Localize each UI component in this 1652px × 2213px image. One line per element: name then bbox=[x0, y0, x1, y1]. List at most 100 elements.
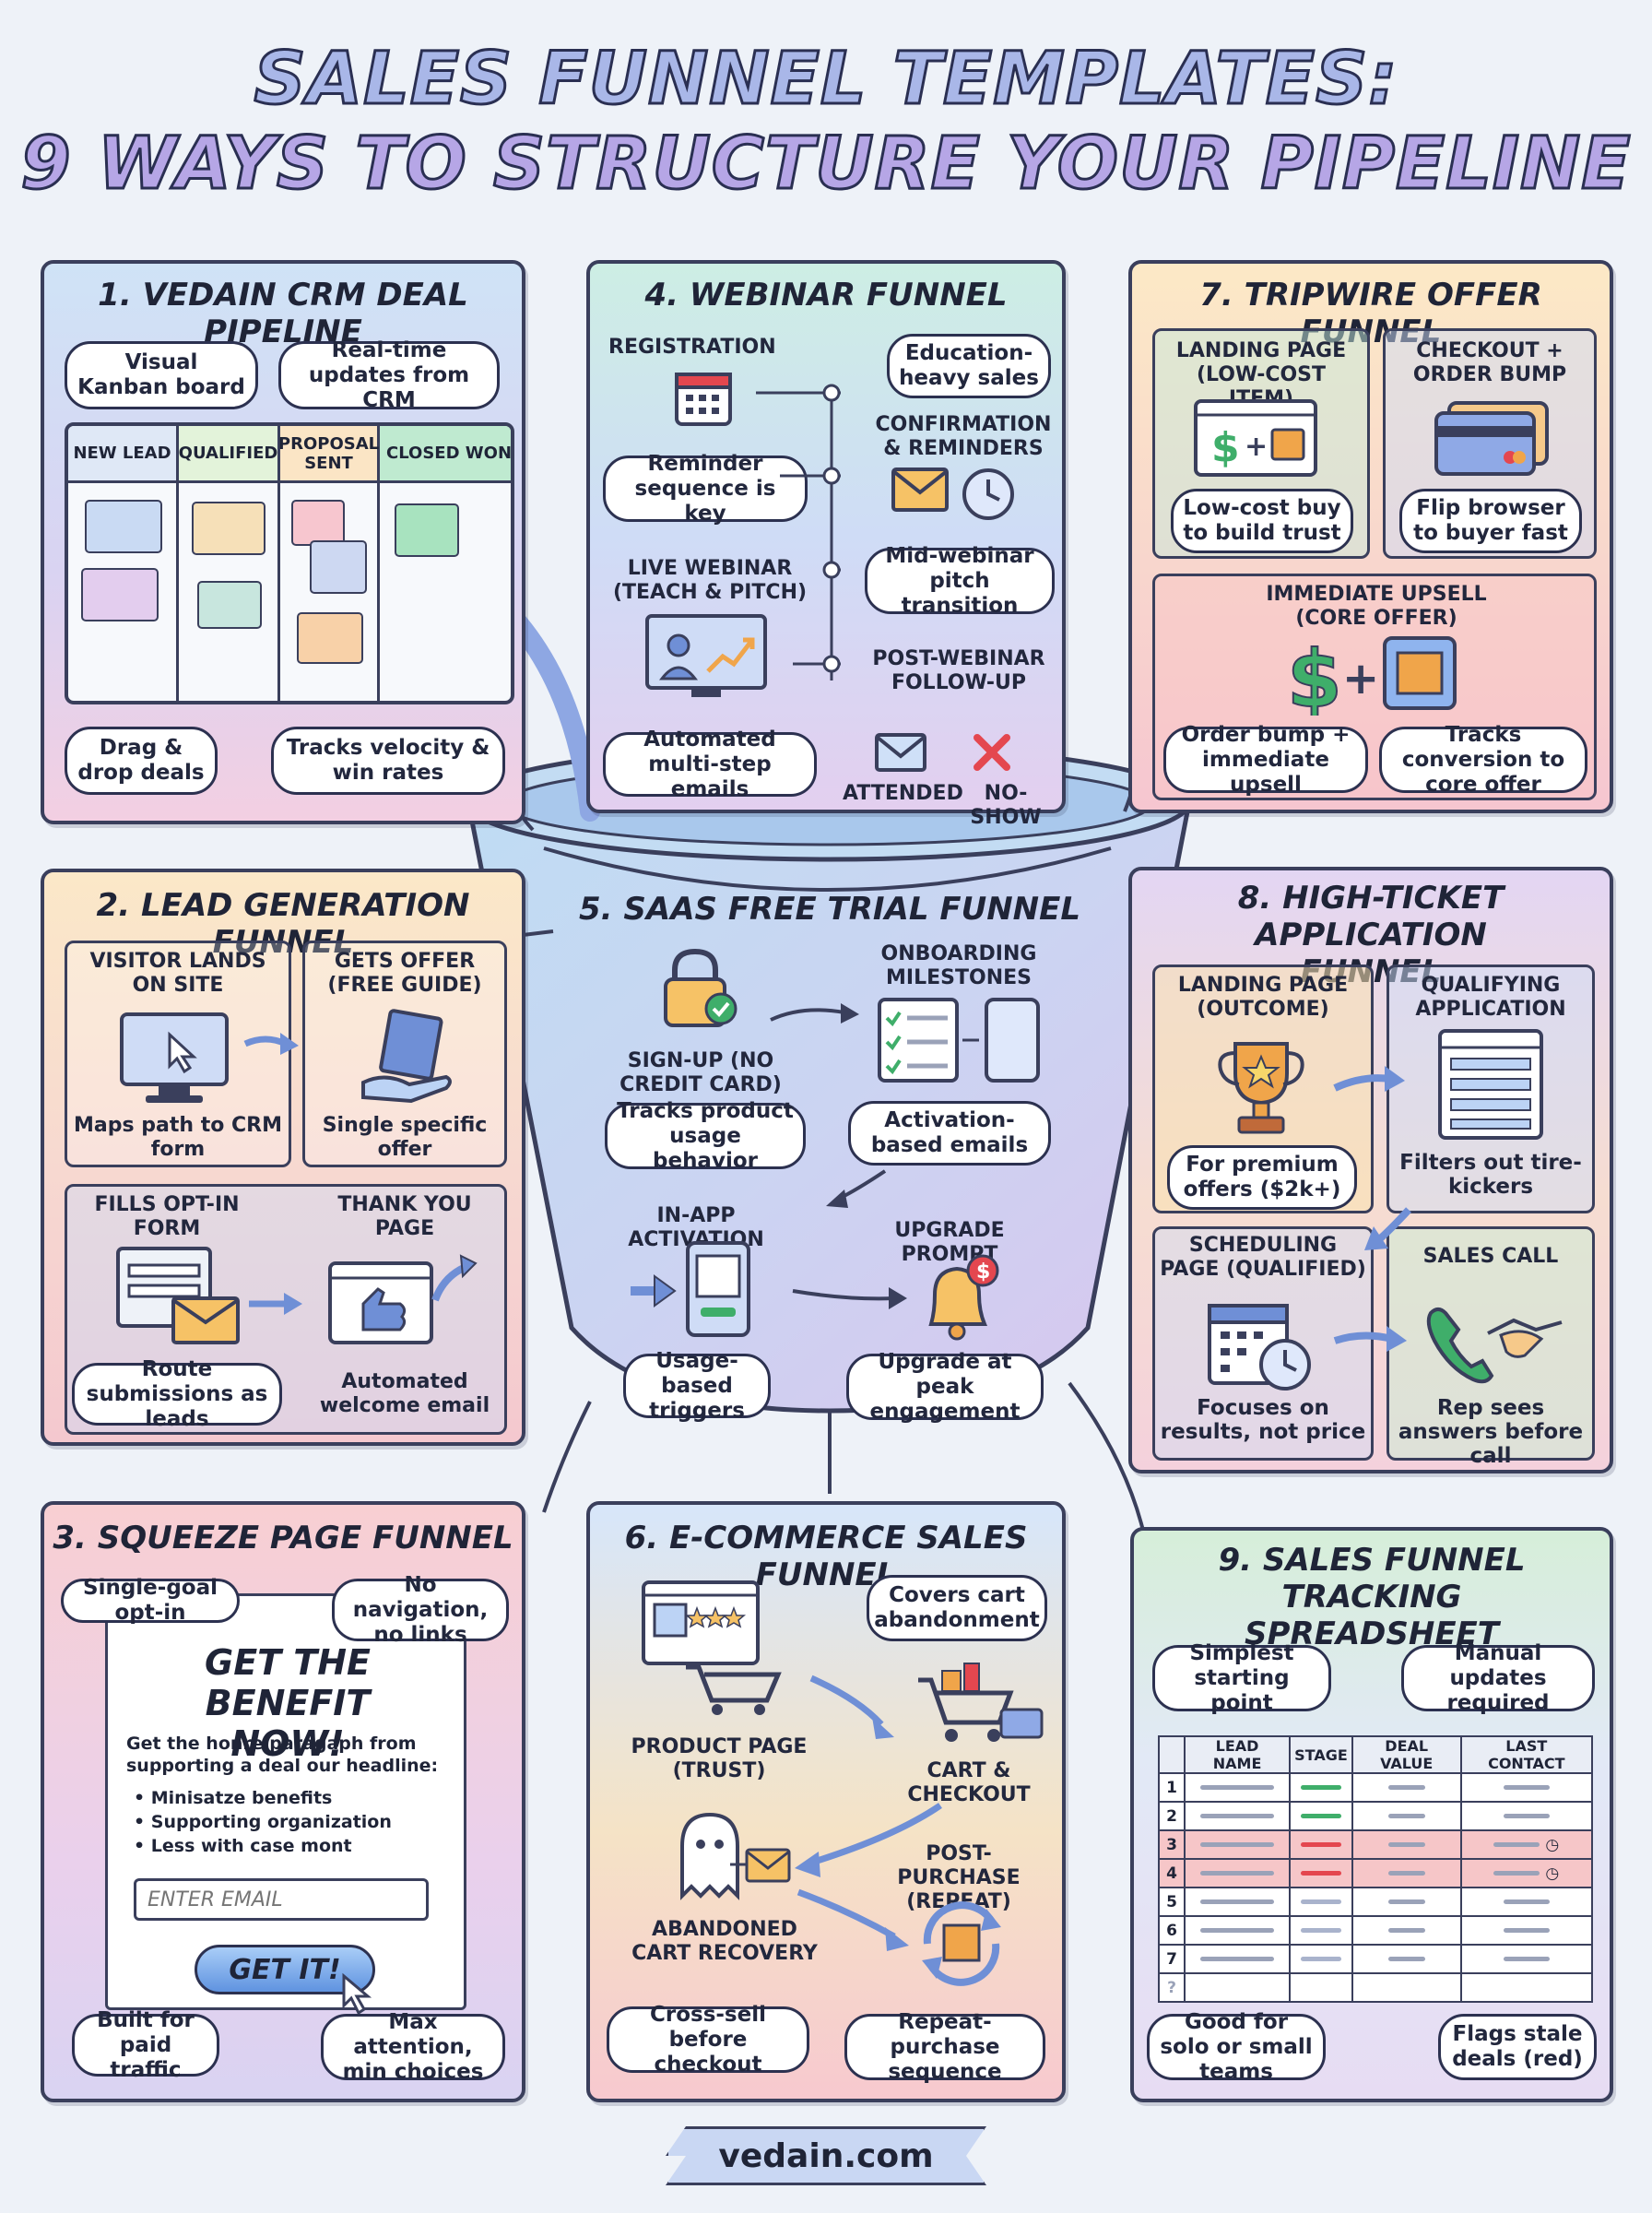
bullet-text: Less with case mont bbox=[150, 1836, 352, 1856]
table-row-stale[interactable]: 4 ◷ bbox=[1158, 1858, 1594, 1888]
callout-simplest: Simplest starting point bbox=[1152, 1641, 1331, 1715]
monitor-cursor-icon bbox=[118, 1011, 230, 1106]
callout-single-goal: Single-goal opt-in bbox=[61, 1576, 240, 1625]
col-deal-value: DEAL VALUE bbox=[1351, 1735, 1462, 1774]
squeeze-headline: GET THE BENEFIT NOW! bbox=[205, 1642, 371, 1764]
email-input[interactable] bbox=[134, 1878, 429, 1921]
squeeze-bullet: • Less with case mont bbox=[134, 1836, 352, 1856]
squeeze-bullet: • Supporting organization bbox=[134, 1812, 392, 1832]
outcome-attended: ATTENDED bbox=[843, 782, 963, 805]
bell-dollar-icon: $ bbox=[913, 1252, 1005, 1344]
row-number: 3 bbox=[1158, 1829, 1186, 1860]
step-product-page: PRODUCT PAGE (TRUST) bbox=[631, 1735, 808, 1782]
table-row[interactable]: 1 bbox=[1158, 1772, 1594, 1803]
callout-usage-behavior: Tracks product usage behavior bbox=[605, 1099, 806, 1173]
row-number: 5 bbox=[1158, 1887, 1186, 1917]
card-ecommerce-funnel: 6. E-COMMERCE SALES FUNNEL Covers cart a… bbox=[586, 1501, 1066, 2102]
callout-automated-emails: Automated multi-step emails bbox=[603, 728, 817, 801]
deal-card[interactable] bbox=[297, 612, 363, 664]
note-focuses-results: Focuses on results, not price bbox=[1160, 1396, 1366, 1444]
card-tracking-spreadsheet: 9. SALES FUNNEL TRACKING SPREADSHEET Sim… bbox=[1130, 1527, 1613, 2102]
envelope-icon bbox=[891, 467, 950, 513]
card-tripwire-funnel: 7. TRIPWIRE OFFER FUNNEL LANDING PAGE (L… bbox=[1128, 260, 1613, 813]
cart-card-icon bbox=[914, 1652, 1044, 1750]
callout-solo-teams: Good for solo or small teams bbox=[1147, 2010, 1326, 2084]
bullet-text: Supporting organization bbox=[150, 1812, 392, 1832]
table-row[interactable]: ? bbox=[1158, 1972, 1594, 2003]
step-post-webinar: POST-WEBINAR FOLLOW-UP bbox=[872, 647, 1045, 694]
callout-education: Education-heavy sales bbox=[887, 334, 1051, 398]
column-new-lead: NEW LEAD bbox=[68, 426, 176, 483]
step-cart-checkout: CART & CHECKOUT bbox=[907, 1759, 1031, 1806]
row-number: 6 bbox=[1158, 1915, 1186, 1946]
table-row[interactable]: 2 bbox=[1158, 1801, 1594, 1831]
svg-text:+: + bbox=[1342, 653, 1379, 704]
callout-cart-abandonment: Covers cart abandonment bbox=[867, 1575, 1047, 1641]
callout-reminder: Reminder sequence is key bbox=[603, 452, 808, 526]
step-qualifying: QUALIFYING APPLICATION bbox=[1415, 974, 1566, 1021]
outcome-no-show: NO-SHOW bbox=[970, 782, 1042, 829]
flow-arrows bbox=[243, 1033, 302, 1315]
step-upsell: IMMEDIATE UPSELL (CORE OFFER) bbox=[1266, 583, 1487, 630]
deal-card[interactable] bbox=[291, 500, 345, 546]
step-registration: REGISTRATION bbox=[608, 336, 776, 359]
tracking-table[interactable]: LEAD NAME STAGE DEAL VALUE LAST CONTACT … bbox=[1158, 1735, 1594, 2003]
credit-card-icon bbox=[1433, 400, 1551, 476]
footer-brand[interactable]: vedain.com bbox=[666, 2126, 986, 2185]
clock-icon: ◷ bbox=[1545, 1835, 1560, 1854]
callout-stale-deals: Flags stale deals (red) bbox=[1438, 2014, 1597, 2080]
callout-realtime: Real-time updates from CRM bbox=[278, 338, 500, 412]
get-it-button[interactable]: GET IT! bbox=[195, 1945, 375, 1994]
card-title: 9. SALES FUNNEL TRACKING SPREADSHEET bbox=[1218, 1542, 1526, 1652]
webinar-screen-icon bbox=[643, 612, 769, 704]
guide-hand-icon bbox=[358, 1007, 459, 1106]
title-line-2: 9 WAYS TO STRUCTURE YOUR PIPELINE bbox=[19, 122, 1632, 207]
deal-card[interactable] bbox=[197, 581, 262, 629]
svg-text:$: $ bbox=[1211, 424, 1240, 471]
card-saas-trial-funnel: 5. SAAS FREE TRIAL FUNNEL SIGN-UP (NO CR… bbox=[572, 885, 1088, 1429]
callout-paid-traffic: Built for paid traffic bbox=[72, 2008, 219, 2082]
table-row[interactable]: 5 bbox=[1158, 1887, 1594, 1917]
clock-icon: ◷ bbox=[1545, 1864, 1560, 1883]
x-icon bbox=[970, 730, 1014, 775]
column-qualified: QUALIFIED bbox=[179, 426, 277, 483]
step-opt-in: FILLS OPT-IN FORM bbox=[94, 1193, 240, 1240]
deal-card[interactable] bbox=[81, 568, 159, 621]
card-webinar-funnel: 4. WEBINAR FUNNEL REGISTRATION Education… bbox=[586, 260, 1066, 829]
card-squeeze-page-funnel: 3. SQUEEZE PAGE FUNNEL GET THE BENEFIT N… bbox=[41, 1501, 525, 2102]
step-checkout: CHECKOUT + ORDER BUMP bbox=[1412, 339, 1567, 386]
column-closed-won: CLOSED WON bbox=[380, 426, 511, 483]
card-title: 3. SQUEEZE PAGE FUNNEL bbox=[53, 1520, 513, 1556]
application-form-icon bbox=[1436, 1027, 1545, 1142]
svg-text:$: $ bbox=[1287, 633, 1342, 716]
step-onboarding: ONBOARDING MILESTONES bbox=[880, 942, 1037, 989]
col-lead-name: LEAD NAME bbox=[1183, 1735, 1292, 1774]
deal-card[interactable] bbox=[310, 540, 367, 594]
deal-card[interactable] bbox=[192, 502, 266, 555]
clock-icon bbox=[959, 465, 1018, 524]
card-title: 1. VEDAIN CRM DEAL PIPELINE bbox=[98, 277, 468, 350]
row-number: 4 bbox=[1158, 1858, 1186, 1888]
step-sales-call: SALES CALL bbox=[1422, 1245, 1559, 1268]
thumbs-up-icon bbox=[326, 1252, 478, 1346]
step-thank-you: THANK YOU PAGE bbox=[337, 1193, 472, 1240]
flow-arrows bbox=[1333, 1066, 1411, 1352]
squeeze-page-mockup: GET THE BENEFIT NOW! Get the honre parag… bbox=[105, 1593, 466, 2015]
phone-activation-icon bbox=[627, 1239, 756, 1341]
flow-arrows bbox=[770, 1003, 907, 1309]
callout-velocity: Tracks velocity & win rates bbox=[271, 727, 505, 795]
column-proposal-sent: PROPOSAL SENT bbox=[278, 426, 379, 483]
callout-usage-triggers: Usage-based triggers bbox=[623, 1349, 771, 1423]
row-number: 1 bbox=[1158, 1772, 1186, 1803]
step-confirmation: CONFIRMATION & REMINDERS bbox=[875, 413, 1052, 460]
kanban-board[interactable]: NEW LEAD QUALIFIED PROPOSAL SENT CLOSED … bbox=[65, 422, 514, 704]
table-row-stale[interactable]: 3 ◷ bbox=[1158, 1829, 1594, 1860]
table-row[interactable]: 7 bbox=[1158, 1944, 1594, 1974]
callout-route-submissions: Route submissions as leads bbox=[72, 1357, 282, 1431]
deal-card-won[interactable] bbox=[395, 503, 459, 557]
calendar-clock-icon bbox=[1206, 1296, 1316, 1392]
table-row[interactable]: 6 bbox=[1158, 1915, 1594, 1946]
page-title: SALES FUNNEL TEMPLATES: 9 WAYS TO STRUCT… bbox=[0, 37, 1652, 207]
card-title: 6. E-COMMERCE SALES FUNNEL bbox=[624, 1520, 1028, 1593]
deal-card[interactable] bbox=[85, 500, 162, 553]
